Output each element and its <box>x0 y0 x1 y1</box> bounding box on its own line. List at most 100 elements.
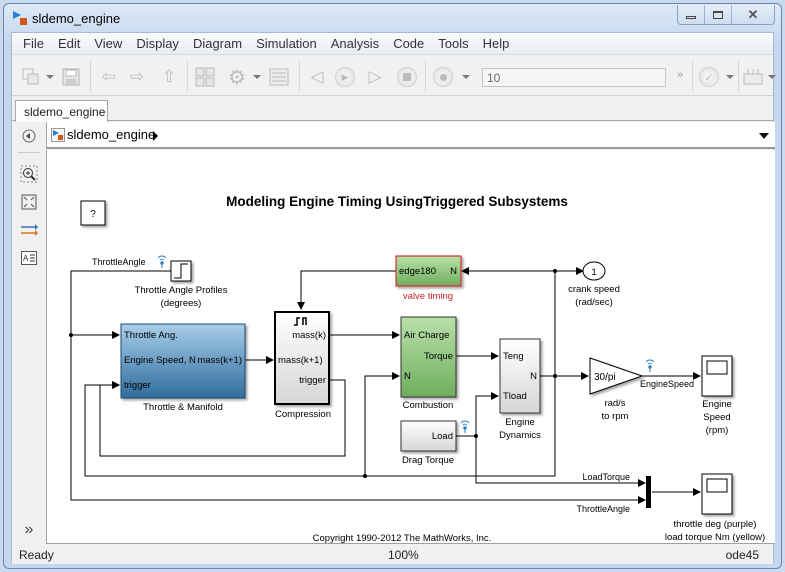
address-dropdown-icon[interactable] <box>759 133 769 139</box>
engine-dynamics-name: Engine <box>505 417 535 428</box>
menu-edit[interactable]: Edit <box>57 36 81 51</box>
signal-label-engine-speed: EngineSpeed <box>640 379 694 389</box>
save-button[interactable] <box>60 66 82 88</box>
port-teng: Teng <box>503 351 524 362</box>
scope-label-load: load torque Nm (yellow) <box>665 532 765 543</box>
toolbar: ⇦ ⇨ ⇧ ⚙ ◁ ▶ ▷ 10 » ✓ <box>12 56 776 96</box>
branch-dot <box>363 474 367 478</box>
engine-speed-scope-units: (rpm) <box>706 425 729 436</box>
signal-label-throttle-angle-2: ThrottleAngle <box>576 504 630 514</box>
toolbar-overflow-button[interactable]: » <box>677 69 684 81</box>
status-zoom: 100% <box>388 548 419 562</box>
throttle-angle-profiles-block[interactable]: Throttle Angle Profiles (degrees) <box>135 260 228 309</box>
menu-file[interactable]: File <box>23 36 44 51</box>
menu-display[interactable]: Display <box>136 36 179 51</box>
toolbar-separator <box>425 60 426 92</box>
status-bar: Ready 100% ode45 <box>12 545 773 564</box>
zoom-button[interactable] <box>19 164 39 184</box>
check-dropdown[interactable] <box>726 75 734 79</box>
port-air-charge: Air Charge <box>404 330 449 341</box>
signal-routing-icon <box>21 224 38 236</box>
step-back-button[interactable]: ◁ <box>306 66 328 88</box>
engine-speed-scope[interactable]: Engine Speed (rpm) <box>701 355 733 436</box>
throttle-profiles-units: (degrees) <box>161 298 202 309</box>
forward-button[interactable]: ⇨ <box>126 66 148 88</box>
model-explorer-button[interactable] <box>268 66 290 88</box>
run-button[interactable]: ▶ <box>334 66 356 88</box>
up-button[interactable]: ⇧ <box>158 66 180 88</box>
forward-icon: ⇨ <box>129 67 145 86</box>
port-mass-k1-out: mass(k+1) <box>197 355 242 366</box>
maximize-icon <box>713 10 723 19</box>
menu-simulation[interactable]: Simulation <box>256 36 317 51</box>
breadcrumb-model[interactable]: sldemo_engine <box>67 127 156 142</box>
minimize-button[interactable] <box>678 5 705 24</box>
menu-analysis[interactable]: Analysis <box>330 36 380 51</box>
signal-logging-icon <box>645 359 655 372</box>
signal-trigger-loop-a[interactable] <box>99 379 346 457</box>
signal-throttle-angle-line[interactable] <box>70 270 646 504</box>
navigate-back-button[interactable] <box>19 126 39 146</box>
record-button[interactable] <box>432 66 454 88</box>
menu-code[interactable]: Code <box>393 36 425 51</box>
build-button[interactable] <box>742 66 764 88</box>
drag-torque-block[interactable]: Load Drag Torque <box>400 420 457 466</box>
new-model-dropdown[interactable] <box>46 75 54 79</box>
outport-label: crank speed <box>568 284 620 295</box>
throttle-load-scope[interactable]: throttle deg (purple) load torque Nm (ye… <box>665 473 765 543</box>
tab-sldemo-engine[interactable]: sldemo_engine <box>15 100 108 122</box>
expand-palette-button[interactable]: » <box>19 520 39 540</box>
gain-value: 30/pi <box>594 372 616 383</box>
valve-timing-block[interactable]: edge180 N valve timing <box>395 255 462 302</box>
status-state: Ready <box>19 548 54 562</box>
menu-tools[interactable]: Tools <box>438 36 469 51</box>
copyright-text: Copyright 1990-2012 The MathWorks, Inc. <box>313 533 492 544</box>
annotation-button[interactable]: A <box>19 248 39 268</box>
new-model-button[interactable] <box>20 66 42 88</box>
signal-edge180[interactable] <box>297 270 396 310</box>
model-icon <box>51 128 65 142</box>
mux-block[interactable] <box>646 476 651 508</box>
combustion-block[interactable]: Air Charge Torque N Combustion <box>400 316 457 411</box>
status-solver[interactable]: ode45 <box>725 548 759 562</box>
library-browser-button[interactable] <box>194 66 216 88</box>
menu-help[interactable]: Help <box>482 36 510 51</box>
menu-view[interactable]: View <box>94 36 123 51</box>
toolbar-separator <box>299 60 300 92</box>
check-button[interactable]: ✓ <box>698 66 720 88</box>
compression-block[interactable]: mass(k) mass(k+1) trigger Compression <box>274 311 331 420</box>
port-torque: Torque <box>424 351 453 362</box>
engine-dynamics-block[interactable]: Teng N Tload Engine Dynamics <box>499 338 541 441</box>
throttle-profiles-label: Throttle Angle Profiles <box>135 285 228 296</box>
throttle-manifold-block[interactable]: Throttle Ang. Engine Speed, N mass(k+1) … <box>120 323 246 413</box>
maximize-button[interactable] <box>705 5 732 24</box>
expand-icon: » <box>24 521 34 538</box>
settings-dropdown[interactable] <box>253 75 261 79</box>
breadcrumb-arrow-icon[interactable] <box>153 131 158 141</box>
signal-label-throttle-angle: ThrottleAngle <box>92 257 146 267</box>
signal-load-torque[interactable] <box>475 436 646 487</box>
record-dropdown[interactable] <box>462 75 470 79</box>
run-icon: ▶ <box>335 67 355 87</box>
build-dropdown[interactable] <box>768 75 776 79</box>
save-icon <box>62 68 80 86</box>
fit-to-view-button[interactable] <box>19 192 39 212</box>
step-forward-button[interactable]: ▷ <box>364 66 386 88</box>
help-block[interactable]: ? <box>80 200 106 226</box>
port-trigger-out: trigger <box>299 375 326 386</box>
stop-button[interactable] <box>396 66 418 88</box>
diagram-title: Modeling Engine Timing UsingTriggered Su… <box>226 194 568 209</box>
back-button[interactable]: ⇦ <box>98 66 120 88</box>
menu-diagram[interactable]: Diagram <box>192 36 243 51</box>
signal-routing-button[interactable] <box>19 220 39 240</box>
minimize-icon <box>686 16 696 19</box>
signal-load[interactable] <box>461 392 499 437</box>
stop-time-input[interactable]: 10 <box>482 68 666 87</box>
zoom-icon <box>20 165 38 183</box>
signal-label-load-torque: LoadTorque <box>582 472 630 482</box>
outport-crank-speed[interactable]: 1 crank speed (rad/sec) <box>568 261 620 308</box>
settings-button[interactable]: ⚙ <box>226 66 248 89</box>
model-canvas[interactable]: Modeling Engine Timing UsingTriggered Su… <box>46 150 775 544</box>
gain-block[interactable]: 30/pi rad/s to rpm <box>589 357 644 422</box>
close-button[interactable]: ✕ <box>732 5 774 24</box>
